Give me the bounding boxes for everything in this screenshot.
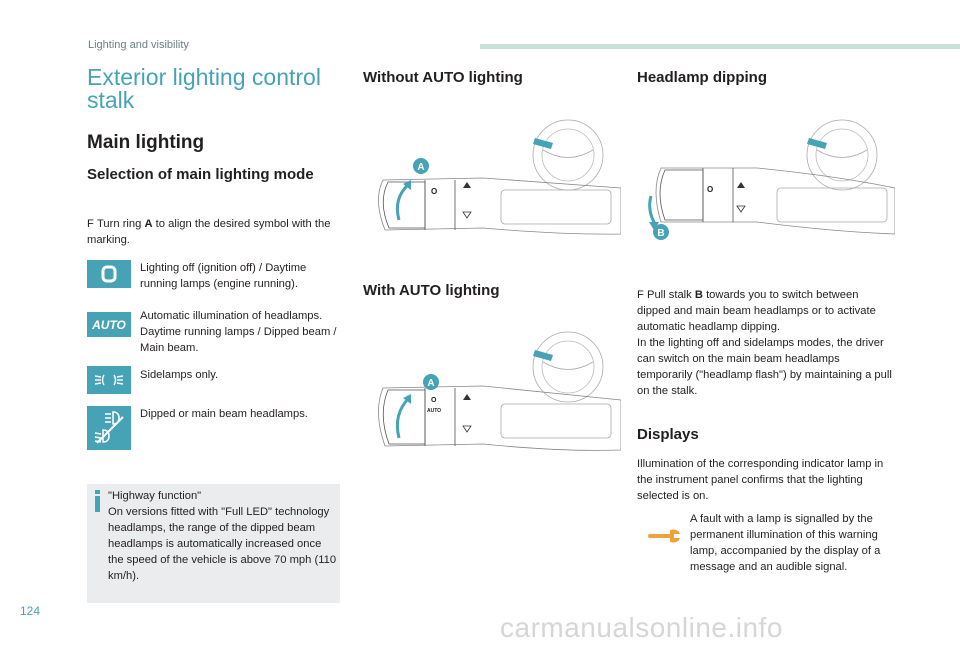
wrench-warning-icon — [648, 526, 684, 546]
note-text: "Highway function" On versions fitted wi… — [108, 490, 337, 582]
selection-heading: Selection of main lighting mode — [87, 166, 314, 183]
svg-text:O: O — [707, 185, 713, 194]
bullet-icon-2: F — [637, 289, 644, 301]
without-auto-heading: Without AUTO lighting — [363, 69, 523, 86]
svg-text:O: O — [431, 187, 437, 196]
main-lighting-heading: Main lighting — [87, 132, 205, 153]
displays-heading: Displays — [637, 426, 699, 443]
watermark: carmanualsonline.info — [500, 612, 783, 643]
note-box — [87, 484, 340, 603]
sidelamps-icon — [87, 366, 131, 394]
mode-dipped-text: Dipped or main beam headlamps. — [140, 408, 308, 420]
svg-text:A: A — [427, 378, 434, 389]
stalk-illustration-with-auto: A O AUTO — [363, 322, 622, 458]
page-number: 124 — [20, 604, 41, 618]
stalk-illustration-dipping: B O — [637, 110, 896, 244]
stalk-illustration-without-auto: A O — [363, 110, 622, 240]
mode-off-text: Lighting off (ignition off) / Daytime ru… — [140, 262, 307, 290]
dipping-paragraph: In the lighting off and sidelamps modes,… — [637, 337, 892, 397]
mode-sidelamps-text: Sidelamps only. — [140, 369, 219, 381]
section-header: Lighting and visibility — [88, 39, 189, 51]
svg-text:O: O — [431, 397, 437, 404]
dipped-main-beam-icon — [87, 406, 131, 450]
header-bar — [480, 44, 960, 49]
mode-auto-text: Automatic illumination of headlamps. Day… — [140, 310, 337, 354]
info-icon — [93, 490, 103, 512]
page-title: Exterior lighting control stalk — [87, 64, 321, 113]
auto-icon: AUTO — [87, 312, 131, 337]
svg-text:AUTO: AUTO — [427, 408, 441, 414]
with-auto-heading: With AUTO lighting — [363, 282, 500, 299]
lighting-off-icon — [87, 260, 131, 288]
displays-text: Illumination of the corresponding indica… — [637, 458, 884, 502]
bullet-icon: F — [87, 218, 94, 230]
fault-text: A fault with a lamp is signalled by the … — [690, 513, 881, 573]
headlamp-dipping-heading: Headlamp dipping — [637, 69, 768, 86]
svg-text:A: A — [417, 162, 424, 173]
svg-text:B: B — [657, 228, 664, 239]
